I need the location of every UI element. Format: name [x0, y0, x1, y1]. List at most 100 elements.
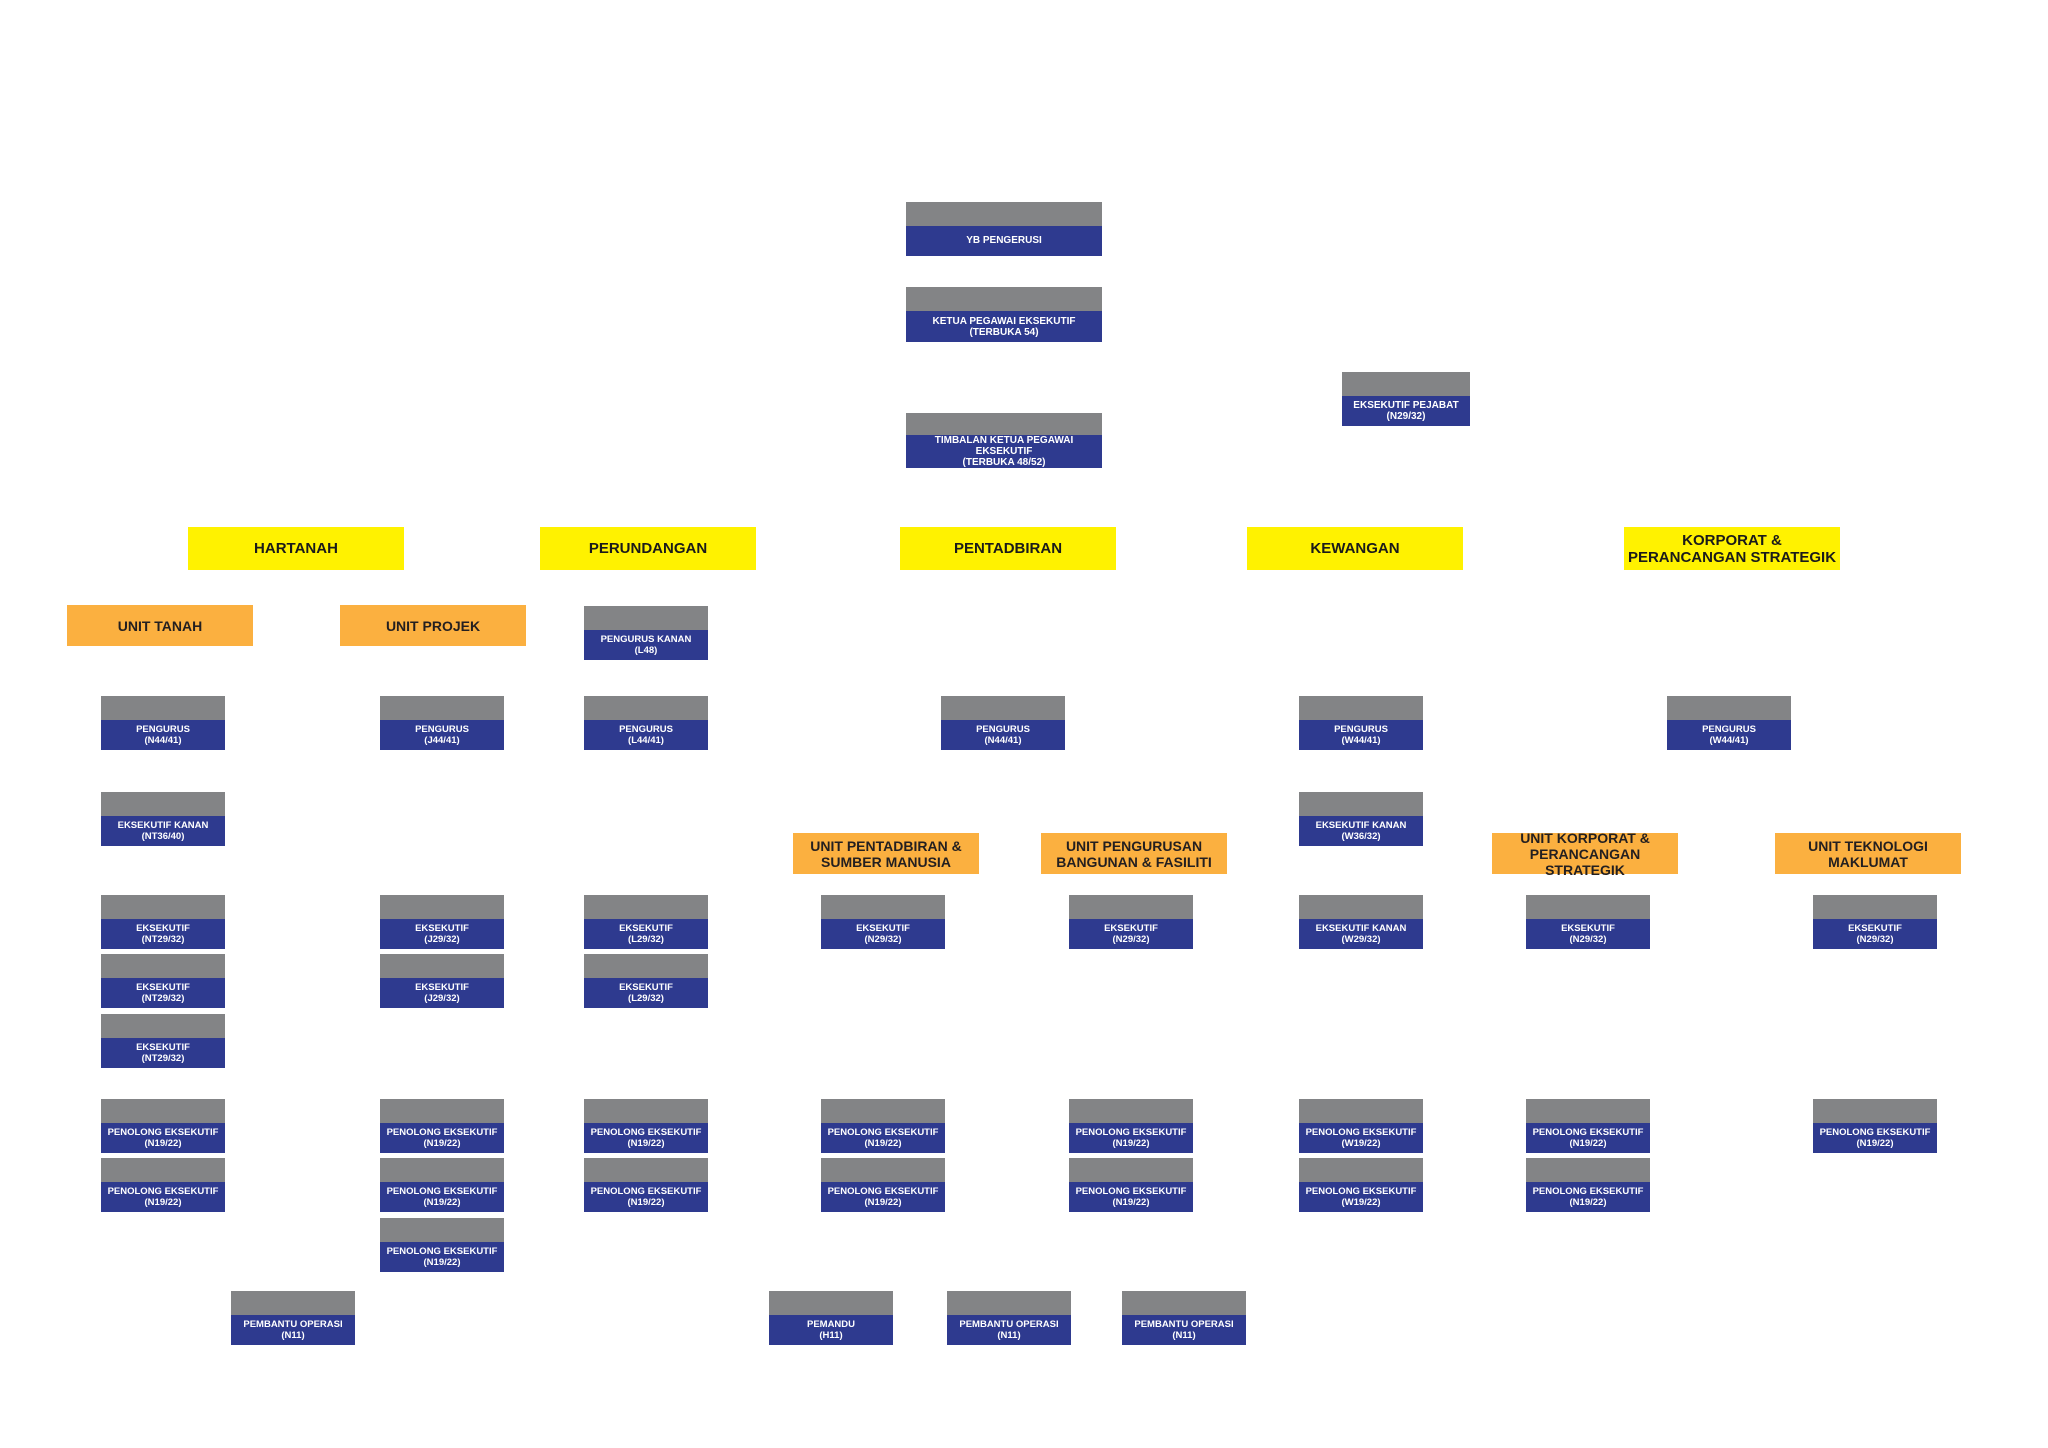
position-header — [1299, 1099, 1423, 1123]
pengurus-tanah-box: PENGURUS(N44/41) — [101, 696, 225, 750]
position-header — [380, 895, 504, 919]
label-line: UNIT TANAH — [117, 617, 203, 634]
pengurus-projek-box: PENGURUS(J44/41) — [380, 696, 504, 750]
label-line: PENGURUS KANAN — [600, 633, 692, 645]
label-line: (J44/41) — [424, 734, 460, 746]
penolong-upsm-box-2: PENOLONG EKSEKUTIF(N19/22) — [821, 1158, 945, 1212]
label-line: (N19/22) — [1569, 1196, 1607, 1208]
position-header — [1069, 895, 1193, 919]
position-title: PENOLONG EKSEKUTIF(N19/22) — [821, 1122, 945, 1153]
label-line: (N11) — [1172, 1329, 1196, 1341]
label-line: EKSEKUTIF — [136, 922, 190, 934]
pengurus-kanan-box: PENGURUS KANAN(L48) — [584, 606, 708, 660]
pengurus-korporat-box: PENGURUS(W44/41) — [1667, 696, 1791, 750]
label-line: TIMBALAN KETUA PEGAWAI EKSEKUTIF — [934, 435, 1074, 457]
position-title: KETUA PEGAWAI EKSEKUTIF(TERBUKA 54) — [906, 311, 1102, 342]
label-line: EKSEKUTIF — [1104, 922, 1158, 934]
position-header — [1667, 696, 1791, 720]
label-line: (N11) — [281, 1329, 305, 1341]
dept-korporat: KORPORAT &PERANCANGAN STRATEGIK — [1624, 527, 1840, 570]
office-executive-box: EKSEKUTIF PEJABAT(N29/32) — [1342, 372, 1470, 426]
penolong-upsm-box-1: PENOLONG EKSEKUTIF(N19/22) — [821, 1099, 945, 1153]
position-title: EKSEKUTIF KANAN(W36/32) — [1299, 815, 1423, 846]
label-line: PENOLONG EKSEKUTIF — [107, 1126, 219, 1138]
label-line: PEMBANTU OPERASI — [1134, 1318, 1234, 1330]
label-line: (N29/32) — [1569, 933, 1607, 945]
label-line: PENOLONG EKSEKUTIF — [107, 1185, 219, 1197]
position-header — [1342, 372, 1470, 396]
penolong-kewangan-box-2: PENOLONG EKSEKUTIF(W19/22) — [1299, 1158, 1423, 1212]
label-line: EKSEKUTIF — [415, 981, 469, 993]
label-line: (L29/32) — [628, 933, 664, 945]
unit-projek: UNIT PROJEK — [340, 605, 526, 646]
position-header — [1299, 792, 1423, 816]
position-header — [380, 1218, 504, 1242]
label-line: (N44/41) — [144, 734, 182, 746]
label-line: (L29/32) — [628, 992, 664, 1004]
label-line: (N19/22) — [1112, 1196, 1150, 1208]
label-line: PENOLONG EKSEKUTIF — [1532, 1126, 1644, 1138]
pengurus-kewangan-box: PENGURUS(W44/41) — [1299, 696, 1423, 750]
label-line: (N19/22) — [1856, 1137, 1894, 1149]
penolong-ukps-box-2: PENOLONG EKSEKUTIF(N19/22) — [1526, 1158, 1650, 1212]
penolong-perundangan-box-2: PENOLONG EKSEKUTIF(N19/22) — [584, 1158, 708, 1212]
position-header — [1299, 1158, 1423, 1182]
position-header — [584, 1158, 708, 1182]
eksekutif-tanah-box-2: EKSEKUTIF(NT29/32) — [101, 954, 225, 1008]
label-line: (N19/22) — [627, 1137, 665, 1149]
label-line: (W36/32) — [1341, 830, 1381, 842]
unit-korporat-ps: UNIT KORPORAT &PERANCANGAN STRATEGIK — [1492, 829, 1678, 878]
position-header — [101, 792, 225, 816]
eksekutif-utm-box: EKSEKUTIF(N29/32) — [1813, 895, 1937, 949]
label-line: UNIT TEKNOLOGI — [1808, 837, 1928, 854]
position-title: PENOLONG EKSEKUTIF(N19/22) — [380, 1122, 504, 1153]
position-title: PENOLONG EKSEKUTIF(N19/22) — [584, 1122, 708, 1153]
position-header — [1813, 895, 1937, 919]
position-header — [380, 1099, 504, 1123]
position-title: EKSEKUTIF(NT29/32) — [101, 918, 225, 949]
label-line: (N19/22) — [627, 1196, 665, 1208]
position-header — [380, 1158, 504, 1182]
position-title: PENOLONG EKSEKUTIF(N19/22) — [101, 1181, 225, 1212]
position-header — [584, 954, 708, 978]
label-line: (N19/22) — [144, 1196, 182, 1208]
position-header — [1122, 1291, 1246, 1315]
position-title: EKSEKUTIF(N29/32) — [1813, 918, 1937, 949]
label-line: (NT36/40) — [141, 830, 185, 842]
label-line: HARTANAH — [254, 540, 338, 557]
label-line: UNIT KORPORAT & — [1520, 829, 1650, 846]
label-line: SUMBER MANUSIA — [821, 853, 951, 870]
position-title: PENGURUS(W44/41) — [1667, 719, 1791, 750]
position-header — [1526, 1158, 1650, 1182]
penolong-perundangan-box-1: PENOLONG EKSEKUTIF(N19/22) — [584, 1099, 708, 1153]
label-line: PENOLONG EKSEKUTIF — [386, 1185, 498, 1197]
position-header — [906, 287, 1102, 312]
position-title: PENOLONG EKSEKUTIF(N19/22) — [380, 1181, 504, 1212]
position-header — [941, 696, 1065, 720]
position-header — [380, 696, 504, 720]
position-header — [821, 895, 945, 919]
label-line: (N29/32) — [1856, 933, 1894, 945]
position-title: PENOLONG EKSEKUTIF(N19/22) — [821, 1181, 945, 1212]
label-line: PERUNDANGAN — [588, 540, 708, 557]
label-line: (H11) — [819, 1329, 843, 1341]
position-header — [1526, 895, 1650, 919]
position-title: PENGURUS(W44/41) — [1299, 719, 1423, 750]
penolong-projek-box-1: PENOLONG EKSEKUTIF(N19/22) — [380, 1099, 504, 1153]
position-header — [1299, 696, 1423, 720]
position-title: PENGURUS(L44/41) — [584, 719, 708, 750]
label-line: (W19/22) — [1341, 1137, 1381, 1149]
position-header — [906, 413, 1102, 435]
pemandu-box: PEMANDU(H11) — [769, 1291, 893, 1345]
label-line: PEMANDU — [806, 1318, 856, 1330]
label-line: (N19/22) — [1569, 1137, 1607, 1149]
label-line: (N19/22) — [1112, 1137, 1150, 1149]
label-line: (TERBUKA 54) — [969, 326, 1039, 338]
position-header — [101, 696, 225, 720]
label-line: (N44/41) — [984, 734, 1022, 746]
label-line: PENOLONG EKSEKUTIF — [1532, 1185, 1644, 1197]
position-header — [584, 696, 708, 720]
dept-perundangan: PERUNDANGAN — [540, 527, 756, 570]
position-title: YB PENGERUSI — [906, 225, 1102, 256]
label-line: UNIT PENTADBIRAN & — [810, 837, 962, 854]
